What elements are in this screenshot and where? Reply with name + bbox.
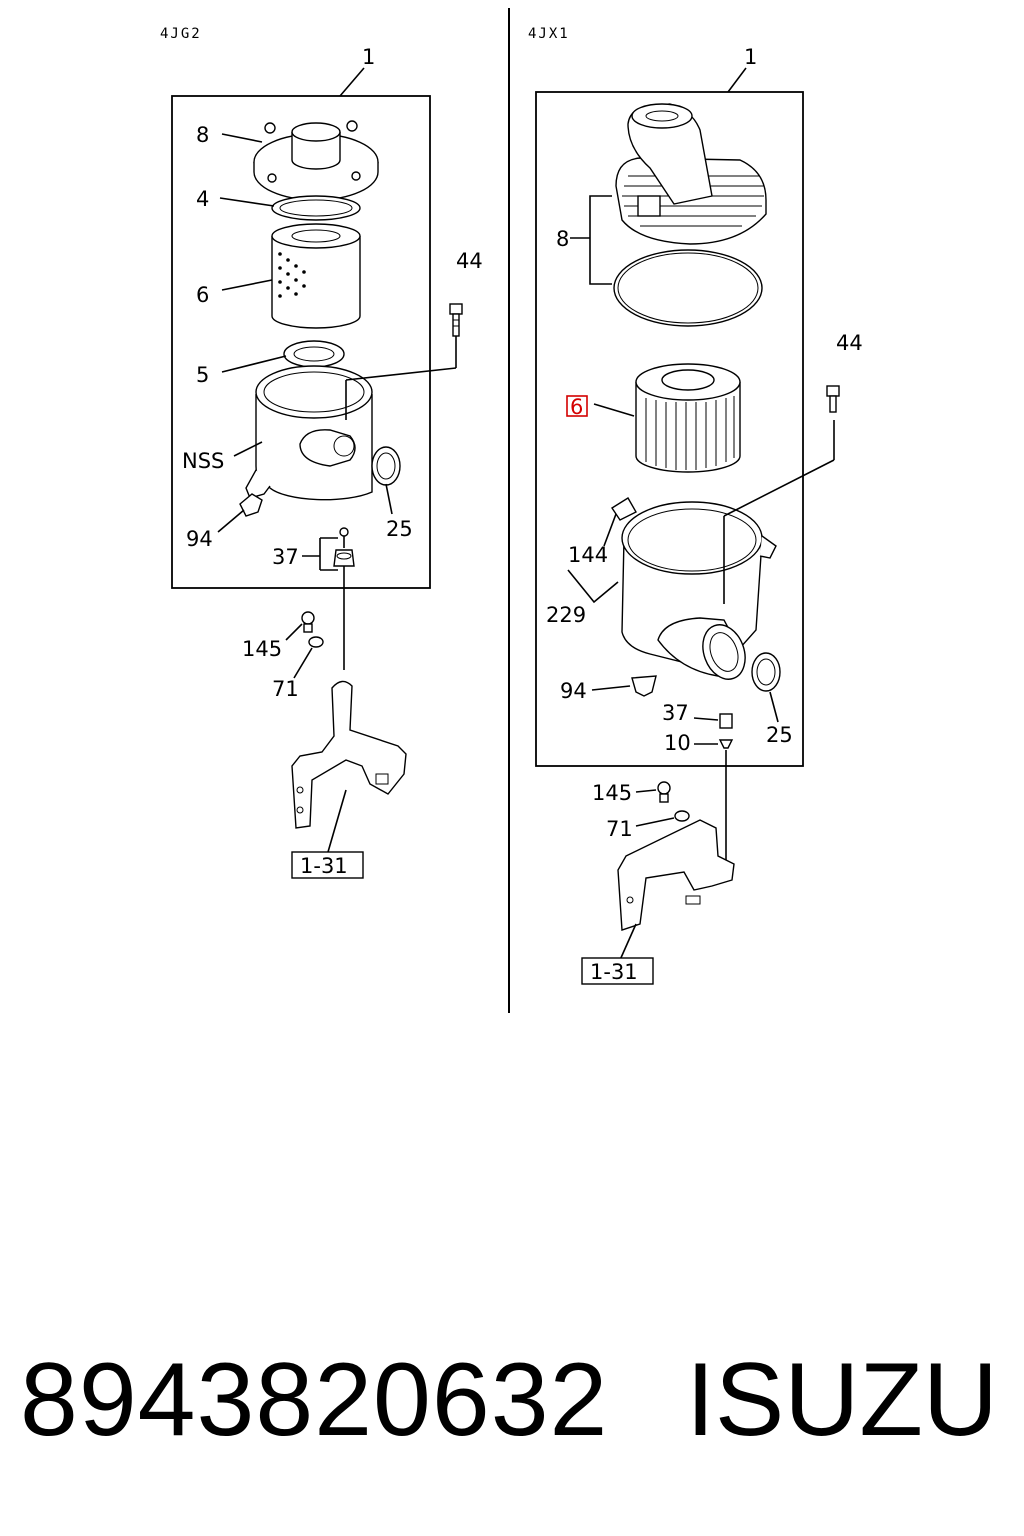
callout-8: 8 [196, 123, 209, 147]
callout-6-highlighted: 6 [570, 395, 583, 419]
callout-145: 145 [242, 637, 282, 661]
assembly-box [535, 91, 804, 767]
bolt-44 [723, 385, 840, 604]
section-4jg2: 4JG2 1 [160, 26, 483, 879]
ref-label: 1-31 [300, 854, 348, 878]
ref-box [581, 957, 654, 985]
callout-94: 94 [186, 527, 213, 551]
callout-nss: NSS [182, 449, 224, 473]
section-header: 4JG2 [160, 26, 202, 42]
callout-145: 145 [592, 781, 632, 805]
grommet-37 [333, 527, 355, 670]
filter-element [635, 363, 741, 473]
grommet-37 [719, 713, 733, 729]
assembly-box [171, 95, 431, 589]
air-cleaner-body [245, 365, 373, 501]
callout-144: 144 [568, 543, 608, 567]
callout-229: 229 [546, 603, 586, 627]
ref-box [291, 851, 364, 879]
bolt-145 [301, 611, 315, 633]
assembly-label: 1 [362, 45, 375, 69]
callout-8: 8 [556, 227, 569, 251]
callout-25: 25 [766, 723, 793, 747]
callout-71: 71 [606, 817, 633, 841]
callout-37: 37 [662, 701, 689, 725]
callout-25: 25 [386, 517, 413, 541]
callout-4: 4 [196, 187, 209, 211]
seal-ring [283, 340, 345, 368]
air-cleaner-body [611, 497, 777, 680]
drain-cap [239, 493, 263, 517]
callout-37: 37 [272, 545, 299, 569]
callout-44: 44 [836, 331, 863, 355]
air-cleaner-cover [253, 120, 379, 201]
cover-gasket [613, 249, 763, 327]
brand-name: ISUZU [686, 1342, 998, 1458]
callout-5: 5 [196, 363, 209, 387]
washer-71 [674, 810, 690, 822]
callout-44: 44 [456, 249, 483, 273]
callout-6: 6 [196, 283, 209, 307]
air-cleaner-cover [615, 103, 767, 245]
highlight-box [566, 395, 588, 417]
hose-ring [371, 446, 401, 486]
footer: 8943820632 ISUZU [0, 1340, 1024, 1470]
gasket-ring [271, 195, 361, 221]
section-header: 4JX1 [528, 26, 570, 42]
filter-element [271, 223, 361, 329]
callout-71: 71 [272, 677, 299, 701]
parts-diagram: 4JG2 1 [160, 8, 863, 1013]
hose-ring [751, 652, 781, 692]
part-number: 8943820632 [20, 1342, 609, 1458]
callout-10: 10 [664, 731, 691, 755]
callout-94: 94 [560, 679, 587, 703]
washer-71 [308, 636, 324, 648]
mounting-bracket [617, 819, 735, 931]
drain-cap [631, 675, 657, 697]
ref-label: 1-31 [590, 960, 638, 984]
screw-10 [718, 739, 734, 749]
section-4jx1: 4JX1 1 [528, 26, 863, 985]
mounting-bracket [291, 680, 407, 829]
bolt-44 [345, 303, 463, 420]
bolt-145 [657, 781, 671, 803]
assembly-label: 1 [744, 45, 757, 69]
